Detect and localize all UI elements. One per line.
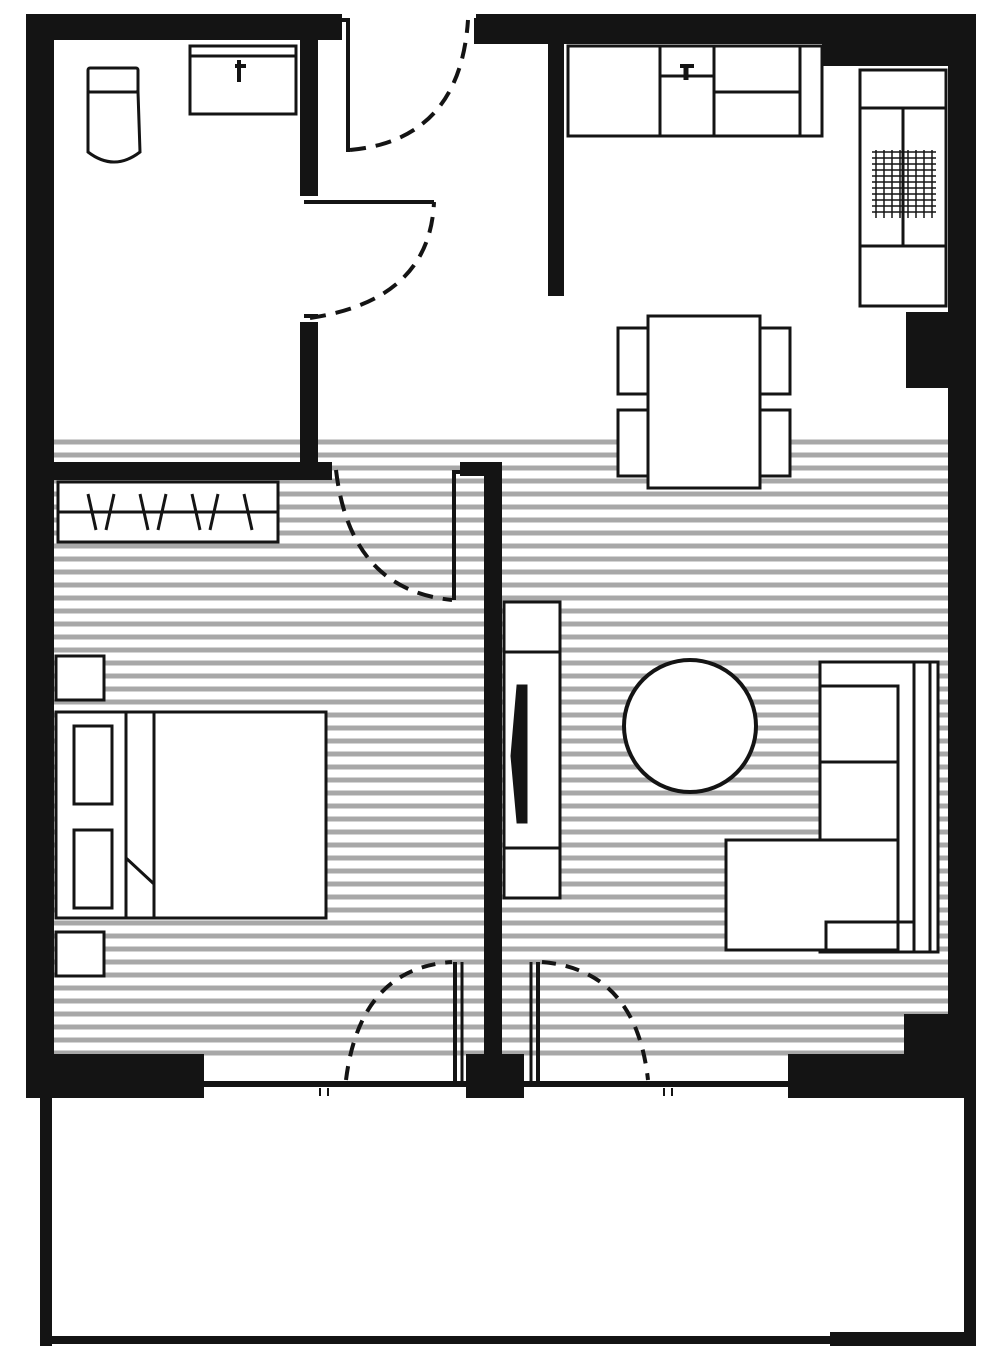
wall-left bbox=[26, 14, 54, 1098]
balcony-rail-right bbox=[964, 1096, 976, 1346]
wall-bottom-left bbox=[26, 1054, 204, 1098]
wall-right bbox=[948, 14, 976, 1098]
entry-door-swing bbox=[349, 19, 470, 152]
round-table-icon bbox=[622, 658, 758, 794]
dining-chair bbox=[616, 326, 652, 396]
nightstand-icon bbox=[54, 654, 106, 702]
dining-chair bbox=[756, 326, 792, 396]
hanger bbox=[208, 493, 220, 531]
wall-bathroom-lower bbox=[300, 322, 318, 478]
tv-icon bbox=[502, 600, 562, 900]
entry-jamb bbox=[340, 18, 350, 152]
balcony-rail-bottom bbox=[40, 1336, 976, 1344]
wall-pier-top-right bbox=[822, 40, 952, 66]
doors bbox=[204, 18, 788, 1096]
balcony-rail-left bbox=[40, 1096, 52, 1346]
balcony bbox=[40, 1096, 976, 1346]
pillow bbox=[72, 828, 114, 910]
wall-bathroom-upper bbox=[300, 14, 318, 196]
dining-set bbox=[616, 314, 792, 490]
hanger bbox=[156, 493, 168, 531]
dining-chair bbox=[616, 408, 652, 478]
grill-icon bbox=[872, 150, 936, 218]
wall-bedroom-living bbox=[484, 462, 502, 1062]
table-icon bbox=[646, 314, 762, 490]
hanger bbox=[190, 493, 202, 531]
hanger bbox=[104, 493, 116, 531]
nightstand-icon bbox=[54, 930, 106, 978]
toilet-icon bbox=[86, 66, 142, 164]
bathroom-door-swing bbox=[309, 201, 436, 320]
kitchen-sink-icon bbox=[680, 64, 694, 80]
bedroom-door-swing bbox=[334, 469, 453, 602]
wall-top-left bbox=[26, 14, 342, 40]
wall-column-kitchen bbox=[906, 312, 950, 388]
thin-walls bbox=[304, 18, 464, 600]
pillow bbox=[72, 724, 114, 806]
appliance-icon bbox=[858, 68, 948, 308]
balcony-door-left-swing bbox=[344, 960, 453, 1081]
walls bbox=[26, 14, 976, 1098]
wall-bottom-right bbox=[788, 1054, 976, 1098]
bathroom-fixtures bbox=[86, 44, 298, 164]
sofa-icon bbox=[724, 660, 940, 954]
kitchen-fixtures bbox=[566, 44, 948, 308]
balcony-rail-bottom-thick bbox=[830, 1332, 976, 1346]
bedroom-door-frame bbox=[452, 470, 464, 600]
hanger bbox=[138, 493, 150, 531]
wall-top-right bbox=[476, 14, 976, 44]
wall-bedroom-top bbox=[52, 462, 332, 480]
wall-partition-cap bbox=[460, 462, 502, 476]
living-furniture bbox=[502, 600, 940, 954]
sink-icon bbox=[188, 44, 298, 116]
bedroom-furniture bbox=[54, 480, 328, 978]
wall-kitchen-partition bbox=[548, 40, 564, 296]
wardrobe-icon bbox=[56, 480, 280, 544]
hanger bbox=[86, 493, 98, 531]
counter-icon bbox=[566, 44, 824, 138]
bed-icon bbox=[54, 710, 328, 920]
hanger bbox=[242, 493, 254, 531]
dining-chair bbox=[756, 408, 792, 478]
balcony-door-right-swing bbox=[541, 960, 650, 1081]
